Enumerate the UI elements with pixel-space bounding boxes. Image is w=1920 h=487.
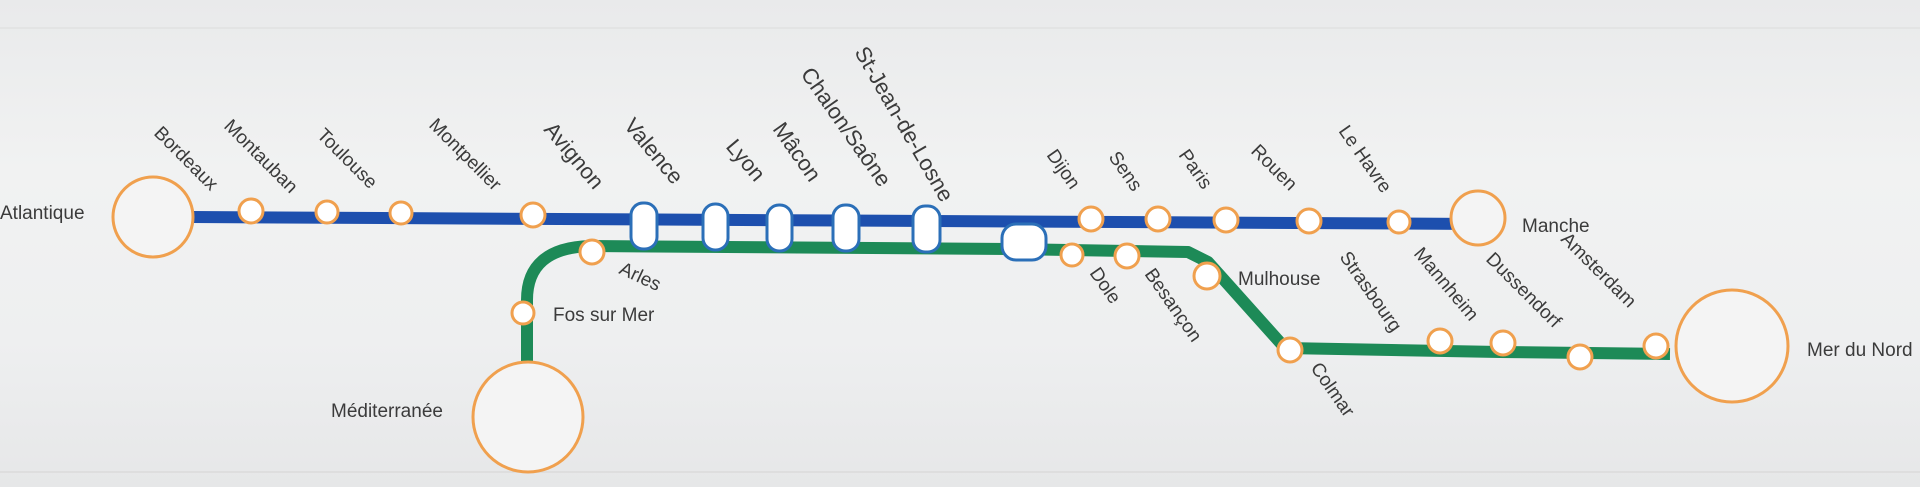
station-paris[interactable] bbox=[1212, 206, 1240, 234]
label-valence: Valence bbox=[619, 113, 688, 189]
station-valence[interactable] bbox=[629, 201, 659, 251]
station-mulhouse[interactable] bbox=[1192, 261, 1222, 291]
label-macon: Mâcon bbox=[768, 118, 826, 186]
label-st-jean: St-Jean-de-Losne bbox=[850, 42, 959, 206]
label-toulouse: Toulouse bbox=[312, 125, 381, 194]
label-mannheim: Mannheim bbox=[1409, 244, 1482, 325]
label-dole: Dole bbox=[1085, 264, 1125, 308]
label-montpellier: Montpellier bbox=[424, 115, 505, 196]
station-chalon[interactable] bbox=[831, 203, 861, 253]
station-arles[interactable] bbox=[578, 238, 606, 266]
station-colmar[interactable] bbox=[1276, 336, 1304, 364]
station-fos[interactable] bbox=[510, 300, 536, 326]
station-besancon[interactable] bbox=[1113, 242, 1141, 270]
station-dijon[interactable] bbox=[1077, 205, 1105, 233]
label-paris: Paris bbox=[1174, 146, 1216, 194]
station-montauban[interactable] bbox=[237, 197, 265, 225]
station-mannheim[interactable] bbox=[1489, 329, 1517, 357]
label-sens: Sens bbox=[1104, 148, 1146, 196]
station-sens[interactable] bbox=[1144, 205, 1172, 233]
label-mediterranee: Méditerranée bbox=[331, 401, 443, 422]
terminus-manche[interactable] bbox=[1449, 189, 1507, 247]
label-manche: Manche bbox=[1522, 216, 1590, 237]
label-rouen: Rouen bbox=[1246, 141, 1300, 195]
terminus-mer-du-nord[interactable] bbox=[1674, 288, 1790, 404]
label-colmar: Colmar bbox=[1306, 359, 1359, 422]
station-dussendorf[interactable] bbox=[1566, 343, 1594, 371]
terminus-mediterranee[interactable] bbox=[471, 360, 585, 474]
label-mer-du-nord: Mer du Nord bbox=[1807, 340, 1913, 361]
label-montauban: Montauban bbox=[219, 116, 301, 198]
station-st-jean[interactable] bbox=[911, 204, 942, 254]
label-amsterdam: Amsterdam bbox=[1556, 229, 1640, 313]
station-le-havre[interactable] bbox=[1386, 209, 1412, 235]
green-line bbox=[521, 240, 1671, 380]
station-dijon-interchange[interactable] bbox=[1000, 222, 1048, 262]
label-dussendorf: Dussendorf bbox=[1481, 249, 1565, 333]
terminus-atlantique[interactable] bbox=[111, 175, 195, 259]
station-rouen[interactable] bbox=[1295, 207, 1323, 235]
label-strasbourg: Strasbourg bbox=[1335, 248, 1406, 336]
station-dole[interactable] bbox=[1059, 242, 1085, 268]
label-arles: Arles bbox=[616, 258, 664, 295]
label-avignon: Avignon bbox=[539, 117, 609, 194]
label-dijon: Dijon bbox=[1042, 146, 1084, 194]
station-strasbourg[interactable] bbox=[1426, 327, 1454, 355]
station-lyon[interactable] bbox=[701, 202, 730, 252]
station-avignon[interactable] bbox=[519, 201, 547, 229]
label-atlantique: Atlantique bbox=[0, 203, 85, 224]
label-le-havre: Le Havre bbox=[1334, 122, 1395, 197]
label-fos: Fos sur Mer bbox=[553, 305, 655, 326]
station-amsterdam[interactable] bbox=[1642, 332, 1670, 360]
station-macon[interactable] bbox=[765, 203, 794, 253]
label-lyon: Lyon bbox=[721, 134, 770, 186]
label-mulhouse: Mulhouse bbox=[1238, 269, 1320, 290]
station-toulouse[interactable] bbox=[314, 199, 340, 225]
station-montpellier[interactable] bbox=[388, 200, 414, 226]
